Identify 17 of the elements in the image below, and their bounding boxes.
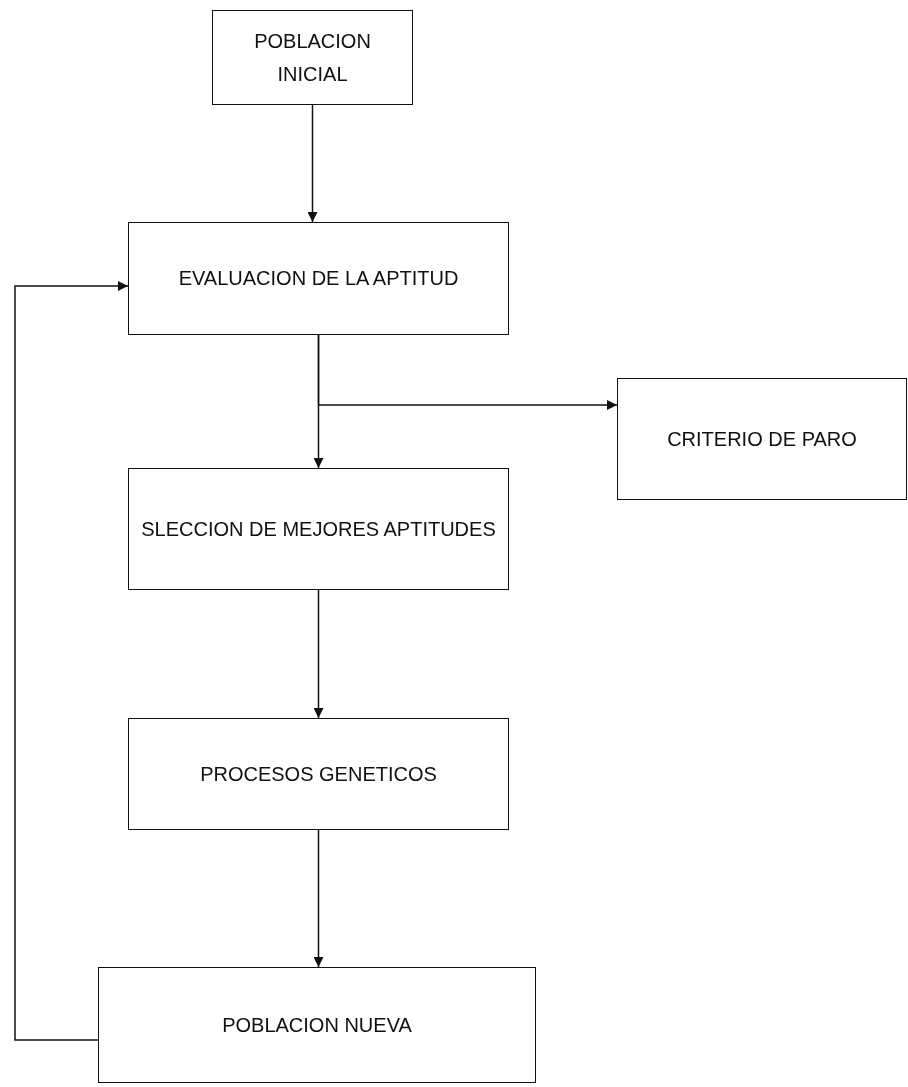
process-box [128,222,509,335]
box-label: CRITERIO DE PARO [666,426,858,452]
box-label: SLECCION DE MEJORES APTITUDES [140,516,497,542]
arrow [313,589,324,719]
process-box [128,468,509,590]
box-label: POBLACION NUEVA [221,1012,413,1038]
box-label: PROCESOS GENETICOS [199,761,438,787]
arrow [313,829,324,968]
arrow [317,334,618,410]
arrow [14,281,129,1041]
process-box [212,10,413,105]
process-box [98,967,536,1083]
process-box [128,718,509,830]
box-label: EVALUACION DE LA APTITUD [177,266,460,291]
process-box [617,378,907,500]
arrow [307,104,318,223]
box-label: POBLACION INICIAL [253,28,372,87]
